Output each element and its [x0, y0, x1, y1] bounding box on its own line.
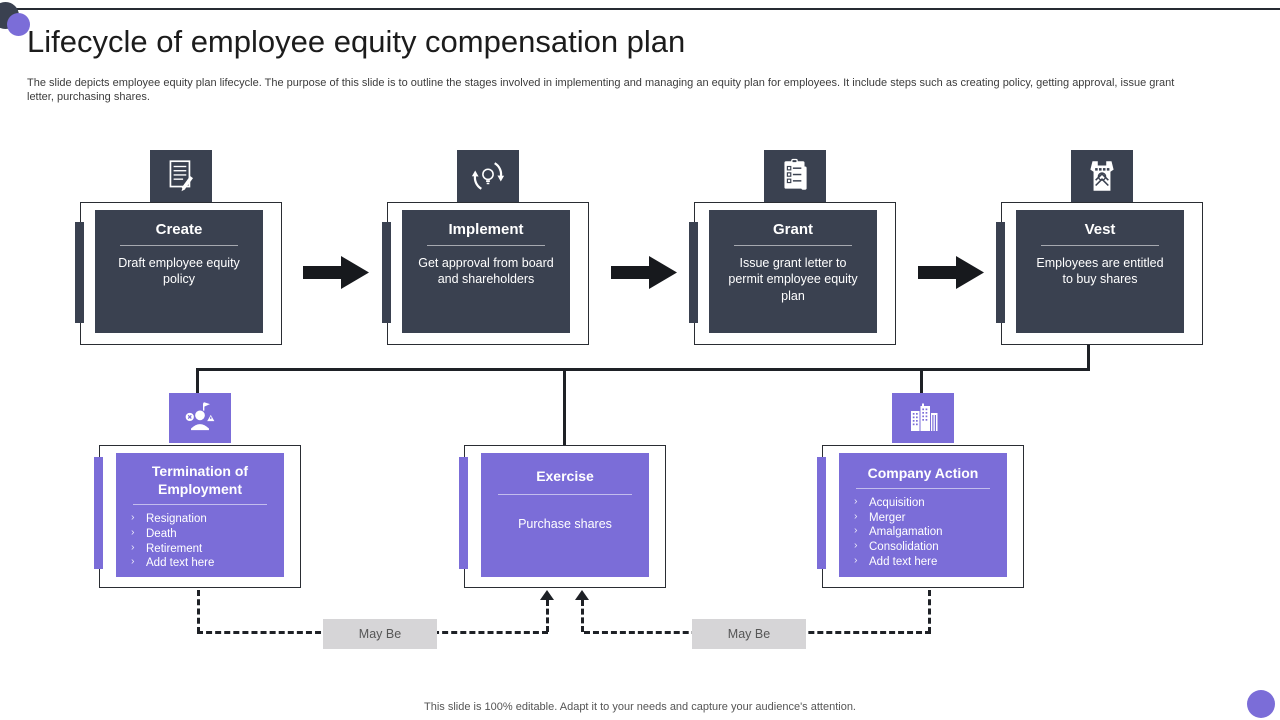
stage-title: Implement: [448, 221, 524, 238]
stage-box: Vest Employees are entitled to buy share…: [996, 202, 1203, 345]
branch-body: Purchase shares: [518, 517, 612, 532]
list-item: Add text here: [854, 554, 1001, 570]
stage-card: Create Draft employee equity policy: [95, 210, 263, 333]
branch-box: Termination of Employment Resignation De…: [94, 445, 301, 588]
connector-drop-termination: [196, 369, 199, 395]
stage-body: Issue grant letter to permit employee eq…: [728, 256, 858, 303]
stage-card: Grant Issue grant letter to permit emplo…: [709, 210, 877, 333]
accent-bar: [75, 222, 84, 323]
may-be-label-right: May Be: [692, 619, 806, 649]
top-left-purple-circle: [7, 13, 30, 36]
stage-title: Grant: [772, 221, 813, 238]
terminated-employee-icon: [169, 393, 231, 443]
stage-create: Create Draft employee equity policy: [75, 150, 282, 345]
divider: [498, 494, 632, 496]
branch-list: Acquisition Merger Amalgamation Consolid…: [839, 495, 1007, 570]
accent-bar: [689, 222, 698, 323]
stage-body: Get approval from board and shareholders: [418, 256, 554, 287]
branch-box: Company Action Acquisition Merger Amalga…: [817, 445, 1024, 588]
dashed-line-termination-down: [197, 590, 200, 633]
accent-bar: [459, 457, 468, 569]
list-item: Consolidation: [854, 539, 1001, 555]
vest-icon: [1071, 150, 1133, 202]
slide-description: The slide depicts employee equity plan l…: [27, 77, 1175, 103]
branch-card: Termination of Employment Resignation De…: [116, 453, 284, 577]
divider: [1041, 245, 1159, 246]
cycle-bulb-icon: [457, 150, 519, 202]
stage-box: Implement Get approval from board and sh…: [382, 202, 589, 345]
accent-bar: [94, 457, 103, 569]
accent-bar: [817, 457, 826, 569]
connector-drop-company: [920, 369, 923, 395]
stage-body: Employees are entitled to buy shares: [1036, 256, 1164, 287]
document-pencil-icon: [150, 150, 212, 202]
list-item: Acquisition: [854, 495, 1001, 511]
up-arrowhead-icon: [575, 590, 589, 600]
branch-company-action: Company Action Acquisition Merger Amalga…: [817, 393, 1024, 588]
stage-card: Implement Get approval from board and sh…: [402, 210, 570, 333]
dashed-line-left-up: [546, 600, 549, 632]
list-item: Amalgamation: [854, 524, 1001, 540]
connector-drop-exercise: [563, 369, 566, 447]
dashed-line-company-down: [928, 590, 931, 633]
list-item: Resignation: [131, 511, 278, 527]
stage-box: Create Draft employee equity policy: [75, 202, 282, 345]
branch-termination: Termination of Employment Resignation De…: [94, 393, 301, 588]
divider: [734, 245, 852, 246]
stage-box: Grant Issue grant letter to permit emplo…: [689, 202, 896, 345]
list-item: Add text here: [131, 555, 278, 571]
connector-vest-drop: [1087, 345, 1090, 370]
stage-title: Create: [155, 221, 203, 238]
list-item: Merger: [854, 510, 1001, 526]
stage-vest: Vest Employees are entitled to buy share…: [996, 150, 1203, 345]
dashed-line-right-up: [581, 600, 584, 632]
list-item: Death: [131, 526, 278, 542]
stage-grant: Grant Issue grant letter to permit emplo…: [689, 150, 896, 345]
divider: [133, 504, 267, 506]
divider: [427, 245, 545, 246]
page-title: Lifecycle of employee equity compensatio…: [27, 24, 686, 59]
bottom-right-purple-circle: [1247, 690, 1275, 718]
company-buildings-icon: [892, 393, 954, 443]
up-arrowhead-icon: [540, 590, 554, 600]
branch-title: Exercise: [536, 468, 594, 484]
branch-list: Resignation Death Retirement Add text he…: [116, 511, 284, 571]
right-block-arrow-icon: [611, 256, 677, 289]
branch-box: Exercise Purchase shares: [459, 445, 666, 588]
list-item: Retirement: [131, 541, 278, 557]
branch-exercise: Exercise Purchase shares: [459, 445, 666, 588]
right-block-arrow-icon: [303, 256, 369, 289]
divider: [856, 488, 990, 490]
stage-body: Draft employee equity policy: [118, 256, 240, 287]
branch-card: Exercise Purchase shares: [481, 453, 649, 577]
may-be-label-left: May Be: [323, 619, 437, 649]
connector-main-horizontal: [196, 368, 1090, 371]
branch-card: Company Action Acquisition Merger Amalga…: [839, 453, 1007, 577]
branch-title: Company Action: [867, 465, 979, 481]
stage-implement: Implement Get approval from board and sh…: [382, 150, 589, 345]
stage-card: Vest Employees are entitled to buy share…: [1016, 210, 1184, 333]
branch-title: Termination of Employment: [151, 463, 249, 498]
accent-bar: [382, 222, 391, 323]
divider: [120, 245, 238, 246]
footer-note: This slide is 100% editable. Adapt it to…: [424, 701, 856, 713]
clipboard-checklist-icon: [764, 150, 826, 202]
stage-title: Vest: [1084, 221, 1116, 238]
right-block-arrow-icon: [918, 256, 984, 289]
top-accent-line: [10, 8, 1280, 10]
accent-bar: [996, 222, 1005, 323]
